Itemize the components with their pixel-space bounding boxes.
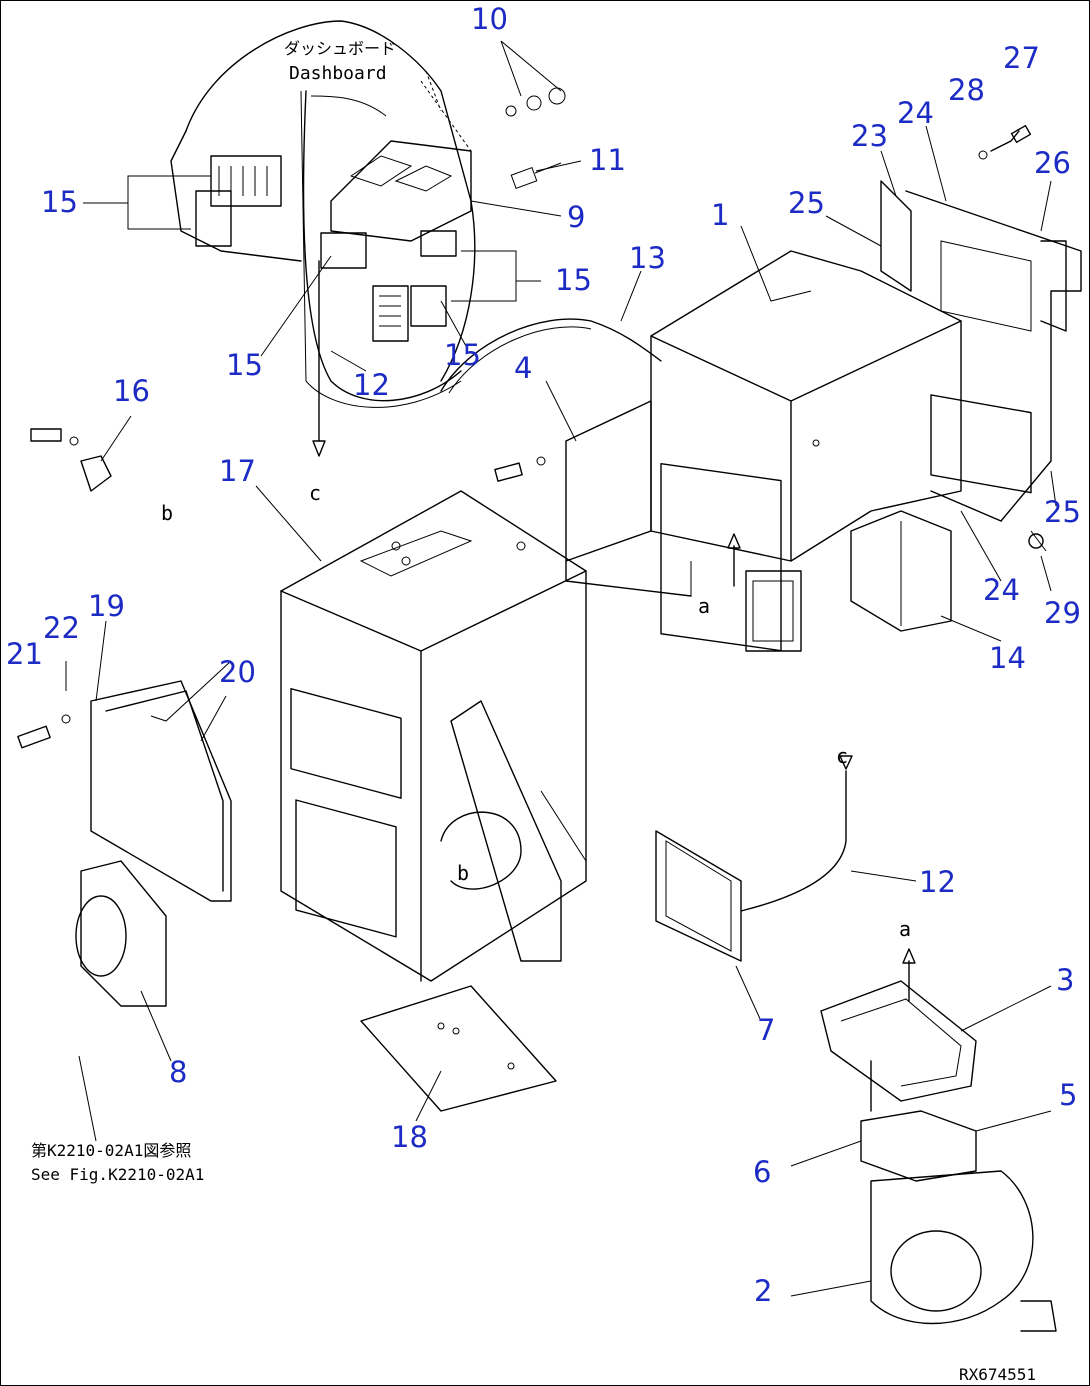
callout-15-bottom-left: 15 [226,348,263,382]
unit-1 [565,250,962,652]
arrow-a [727,533,916,1002]
callout-2: 2 [754,1274,773,1308]
callout-15-bottom-right: 15 [444,338,481,372]
callout-9: 9 [567,200,586,234]
see-fig-label-jp: 第K2210-02A1図参照 [31,1141,192,1160]
blower-14 [745,510,952,652]
ref-c-top: c [309,481,322,505]
dashboard-outline [170,20,476,408]
callout-4: 4 [514,351,533,385]
callout-12-top: 12 [353,368,390,402]
blower-2 [870,1170,1057,1332]
cover-19-20 [90,680,232,902]
ref-c-right: c [836,744,849,768]
callout-8: 8 [169,1055,188,1089]
switch-panel-right [372,285,447,342]
callout-10: 10 [471,2,508,36]
plate-18 [360,985,557,1112]
switch-panel-left [195,155,282,247]
callout-16: 16 [113,374,150,408]
callout-15-right: 15 [555,263,592,297]
callout-6: 6 [753,1155,772,1189]
bolt-4 [494,456,546,482]
callout-13: 13 [629,241,666,275]
callout-21: 21 [6,637,43,671]
flange-8 [75,860,167,1007]
duct-b [440,700,562,962]
callout-25-top: 25 [788,186,825,220]
callout-25-right: 25 [1044,495,1081,529]
box-17 [280,490,587,982]
callout-5: 5 [1059,1078,1078,1112]
bracket-5-6 [860,1110,977,1182]
callout-3: 3 [1056,963,1075,997]
bolts-23-29 [978,124,1047,552]
callout-19: 19 [88,589,125,623]
bolt-16 [30,428,112,492]
unit-1-frame [880,180,1082,522]
part-10-11-small [505,87,566,189]
callout-29: 29 [1044,596,1081,630]
callout-20: 20 [219,655,256,689]
bolt-21 [17,714,71,749]
callout-15-left: 15 [41,185,78,219]
callout-24-bottom: 24 [983,573,1020,607]
callout-24-top: 24 [897,96,934,130]
callout-23: 23 [851,119,888,153]
see-fig-label-en: See Fig.K2210-02A1 [31,1165,205,1184]
callout-22: 22 [43,611,80,645]
pipe-13 [440,318,662,394]
callout-11: 11 [589,143,626,177]
figure-code: RX674551 [959,1365,1037,1384]
leader-lines [65,40,1057,1297]
ref-a-blower: a [899,917,912,941]
dashboard-label-en: Dashboard [289,63,387,84]
panel-7 [655,830,742,962]
filter-3 [820,980,977,1112]
callout-26: 26 [1034,146,1071,180]
callout-14: 14 [989,641,1026,675]
wire-12-bottom [740,755,853,912]
ref-a-unit: a [698,594,711,618]
callout-7: 7 [757,1013,776,1047]
callout-28: 28 [948,73,985,107]
callout-17: 17 [219,454,256,488]
wire-12-top [302,90,462,457]
callout-12-bottom: 12 [919,865,956,899]
callout-27: 27 [1003,41,1040,75]
ref-b-duct: b [457,861,470,885]
callout-18: 18 [391,1120,428,1154]
fusebox-9 [320,140,472,269]
callout-1: 1 [711,198,730,232]
ref-b-left: b [161,501,174,525]
dashboard-label-jp: ダッシュボード [284,39,397,58]
